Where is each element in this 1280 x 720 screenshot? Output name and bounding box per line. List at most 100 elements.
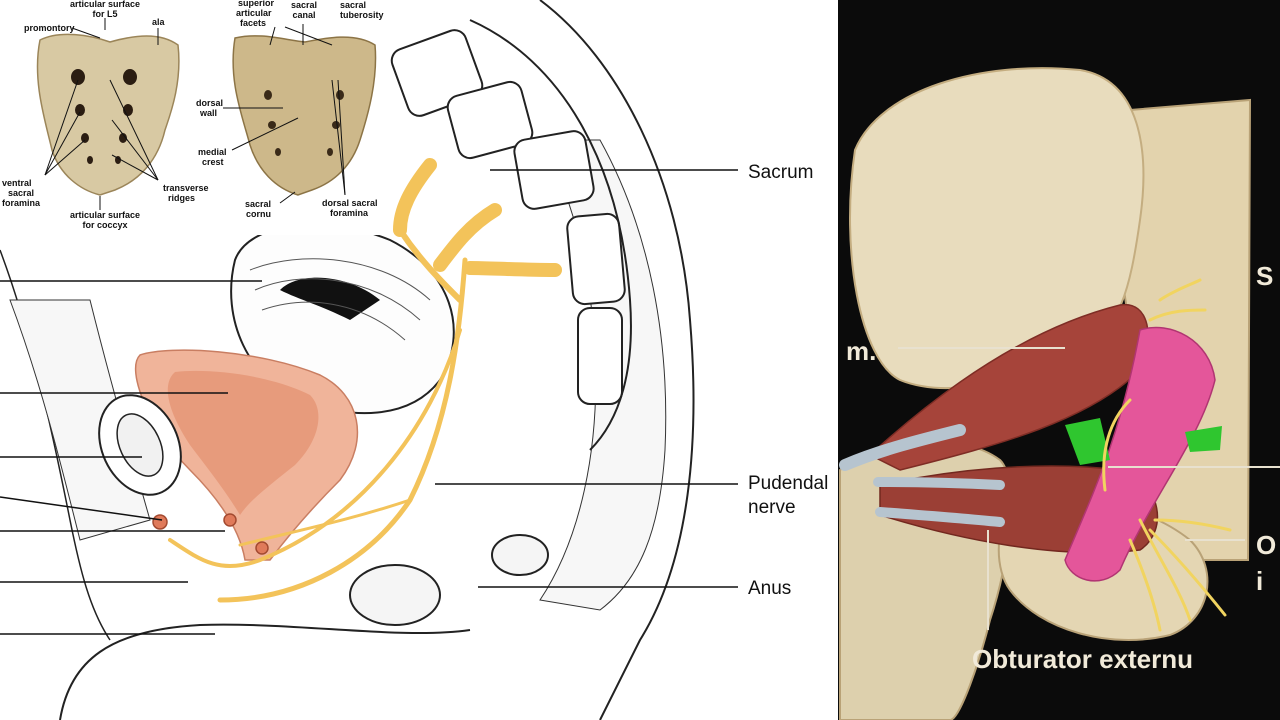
- inset-dorsal-wall-2: wall: [199, 108, 217, 118]
- inset-transverse-2: ridges: [168, 193, 195, 203]
- right-leaders: [435, 169, 738, 588]
- nerve-branch-1: [168, 328, 462, 569]
- nerve-branch-2: [238, 498, 412, 547]
- inset-sup-2: articular: [236, 8, 272, 18]
- vertebra-5: [577, 307, 623, 405]
- inset-tub-2: tuberosity: [340, 10, 384, 20]
- sacrotuberous-ligament: [1064, 326, 1216, 582]
- inset-canal-1: sacral: [291, 0, 317, 10]
- leader-vsf-2: [44, 111, 81, 176]
- foramen-1: [71, 69, 85, 85]
- back-foramen-5: [275, 148, 281, 156]
- inset-ventral-2: sacral: [8, 188, 34, 198]
- label-sacrum: Sacrum: [748, 162, 813, 183]
- ilium-3d: [849, 67, 1145, 390]
- inset-dorsal-wall-1: dorsal: [196, 98, 223, 108]
- leader-vsf-1: [44, 79, 79, 176]
- leader-ridge-2: [111, 119, 159, 181]
- sacrum-inset: articular surface for L5 promontory ala …: [0, 0, 385, 235]
- pubic-symphysis-inner: [116, 413, 164, 477]
- inset-ventral-1: ventral: [2, 178, 32, 188]
- inset-l5-line1: articular surface: [70, 0, 140, 9]
- sacrum-anterior-contour: [469, 19, 632, 451]
- label-anus: Anus: [748, 578, 791, 599]
- inset-coccyx-1: articular surface: [70, 210, 140, 220]
- inset-sup-3: facets: [240, 18, 266, 28]
- inset-cornu-1: sacral: [245, 199, 271, 209]
- nerve-root-3: [463, 261, 562, 277]
- left-edge-leaders: [0, 280, 262, 635]
- inset-promontory: promontory: [24, 23, 75, 33]
- pudendal-nerve-illustration: [168, 158, 562, 603]
- nerve-3d-3: [1148, 308, 1207, 322]
- foramen-2: [123, 69, 137, 85]
- inset-l5-line2: for L5: [92, 9, 117, 19]
- tendon-3: [875, 507, 1005, 527]
- label-3d-obturator: Obturator externu: [972, 644, 1193, 674]
- thigh-outline: [59, 623, 471, 720]
- nerve-3d-4: [1138, 518, 1192, 622]
- coccyx-muscle: [491, 534, 549, 576]
- nerve-3d-6: [1128, 538, 1162, 632]
- inset-cornu-2: cornu: [246, 209, 271, 219]
- leader-ridge-1: [109, 79, 159, 181]
- inset-dsf-1: dorsal sacral: [322, 198, 378, 208]
- inset-leaders: [44, 18, 346, 210]
- front-foramina: [71, 69, 137, 164]
- back-foramen-6: [327, 148, 333, 156]
- uterus-cavity: [167, 370, 319, 515]
- label-3d-i: i: [1256, 566, 1263, 596]
- clitoris-marker: [152, 514, 168, 530]
- inset-coccyx-2: for coccyx: [82, 220, 127, 230]
- label-3d-m: m.: [846, 336, 876, 366]
- inset-dsf-2: foramina: [330, 208, 369, 218]
- nerve-plexus: [397, 227, 463, 303]
- right-panel-hip: m. S O i Obturator externu: [838, 0, 1280, 720]
- vertebra-4: [566, 212, 626, 306]
- leader-sup-facet-1: [269, 26, 276, 46]
- inset-tub-1: sacral: [340, 0, 366, 10]
- piriformis-muscle: [868, 303, 1149, 471]
- urethra-marker: [223, 513, 237, 527]
- inset-ala: ala: [152, 17, 166, 27]
- foramen-5: [81, 133, 89, 143]
- leader-promontory: [71, 27, 101, 39]
- leader-clitoris: [0, 496, 163, 521]
- nerve-3d-1: [1102, 398, 1132, 492]
- back-foramen-4: [332, 121, 340, 129]
- back-foramina: [264, 90, 344, 156]
- label-pudendal-line1: Pudendal: [748, 473, 828, 494]
- foramen-6: [119, 133, 127, 143]
- foramen-3: [75, 104, 85, 116]
- nerve-3d-5: [1148, 528, 1227, 617]
- sacrospinous-ligament-left: [1065, 418, 1110, 465]
- vagina-marker: [255, 541, 269, 555]
- back-foramen-3: [268, 121, 276, 129]
- nerve-root-2: [433, 203, 502, 272]
- leader-vsf-3: [44, 139, 86, 176]
- label-3d-o: O: [1256, 530, 1276, 560]
- bladder-folds: [249, 258, 431, 341]
- leader-cornu: [279, 191, 296, 204]
- inset-medial-2: crest: [202, 157, 224, 167]
- nerve-3d-2: [1158, 278, 1202, 302]
- foramen-7: [87, 156, 93, 164]
- leader-sup-facet-2: [284, 26, 333, 46]
- right-leaders-3d: [898, 347, 1280, 630]
- bladder-inner: [280, 277, 380, 320]
- inset-sup-1: superior: [238, 0, 275, 8]
- sacral-vertebrae: [390, 19, 632, 451]
- vertebra-2: [446, 80, 534, 160]
- sacrospinous-ligament-right: [1185, 426, 1222, 452]
- leader-ridge-3: [111, 154, 159, 181]
- left-panel-pelvis: Sacrum Pudendal nerve Anus: [0, 0, 829, 720]
- body-outline: [539, 0, 695, 720]
- label-3d-s: S: [1256, 261, 1273, 291]
- tendon-2: [873, 477, 1005, 490]
- label-pudendal-line2: nerve: [748, 497, 796, 518]
- back-foramen-2: [336, 90, 344, 100]
- inset-ventral-3: foramina: [2, 198, 41, 208]
- inset-canal-2: canal: [292, 10, 315, 20]
- anal-sphincter: [349, 564, 441, 626]
